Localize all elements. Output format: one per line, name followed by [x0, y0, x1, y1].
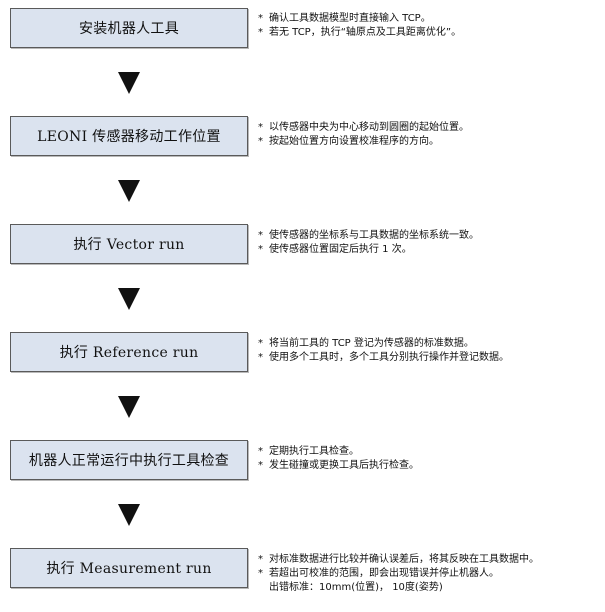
- down-arrow-icon: [118, 396, 140, 418]
- step-box-vector-run: 执行 Vector run: [10, 224, 248, 264]
- note-text: 以传感器中央为中心移动到圆圈的起始位置。: [269, 122, 469, 133]
- note-text: 定期执行工具检查。: [269, 446, 359, 457]
- bullet-icon: *: [258, 122, 263, 133]
- step-notes-measurement-run: * 对标准数据进行比较并确认误差后，将其反映在工具数据中。 * 若超出可校准的范围，…: [258, 553, 539, 595]
- note-text: 确认工具数据模型时直接输入 TCP。: [269, 13, 431, 24]
- note-text: 将当前工具的 TCP 登记为传感器的标准数据。: [269, 338, 474, 349]
- step-label: 执行 Reference run: [59, 345, 199, 361]
- note-item: * 若无 TCP，执行“轴原点及工具距离优化”。: [258, 26, 461, 40]
- down-arrow-icon: [118, 504, 140, 526]
- bullet-icon: *: [258, 446, 263, 457]
- down-arrow-icon: [118, 288, 140, 310]
- note-item: * 定期执行工具检查。: [258, 445, 419, 459]
- bullet-icon: *: [258, 27, 263, 38]
- bullet-icon: *: [258, 136, 263, 147]
- note-item: * 将当前工具的 TCP 登记为传感器的标准数据。: [258, 337, 509, 351]
- note-item: * 确认工具数据模型时直接输入 TCP。: [258, 12, 461, 26]
- bullet-icon: *: [258, 13, 263, 24]
- step-box-reference-run: 执行 Reference run: [10, 332, 248, 372]
- bullet-icon: *: [258, 352, 263, 363]
- step-box-tool-check: 机器人正常运行中执行工具检查: [10, 440, 248, 480]
- note-item: * 使传感器位置固定后执行 1 次。: [258, 243, 479, 257]
- note-text: 使用多个工具时，多个工具分别执行操作并登记数据。: [269, 352, 509, 363]
- step-label: 安装机器人工具: [78, 21, 180, 37]
- bullet-icon: *: [258, 230, 263, 241]
- step-notes-reference-run: * 将当前工具的 TCP 登记为传感器的标准数据。 * 使用多个工具时，多个工具分别…: [258, 337, 509, 365]
- error-threshold-note: 出错标准：10mm(位置)， 10度(姿势): [269, 582, 443, 593]
- step-notes-tool-check: * 定期执行工具检查。 * 发生碰撞或更换工具后执行检查。: [258, 445, 419, 473]
- note-item: * 以传感器中央为中心移动到圆圈的起始位置。: [258, 121, 469, 135]
- note-item: * 发生碰撞或更换工具后执行检查。: [258, 459, 419, 473]
- step-notes-move-sensor: * 以传感器中央为中心移动到圆圈的起始位置。 * 按起始位置方向设置校准程序的方向。: [258, 121, 469, 149]
- bullet-icon: *: [258, 460, 263, 471]
- step-label: 执行 Vector run: [73, 237, 185, 253]
- note-item: * 按起始位置方向设置校准程序的方向。: [258, 135, 469, 149]
- note-item: * 使传感器的坐标系与工具数据的坐标系统一致。: [258, 229, 479, 243]
- step-label: 执行 Measurement run: [46, 561, 212, 577]
- step-label: LEONI 传感器移动工作位置: [37, 129, 221, 145]
- note-item: * 若超出可校准的范围，即会出现错误并停止机器人。: [258, 567, 539, 581]
- note-text: 发生碰撞或更换工具后执行检查。: [269, 460, 419, 471]
- down-arrow-icon: [118, 180, 140, 202]
- note-text: 使传感器的坐标系与工具数据的坐标系统一致。: [269, 230, 479, 241]
- down-arrow-icon: [118, 72, 140, 94]
- note-item: * 使用多个工具时，多个工具分别执行操作并登记数据。: [258, 351, 509, 365]
- note-text: 若无 TCP，执行“轴原点及工具距离优化”。: [269, 27, 462, 38]
- bullet-icon: *: [258, 568, 263, 579]
- note-text: 若超出可校准的范围，即会出现错误并停止机器人。: [269, 568, 499, 579]
- step-box-install-tool: 安装机器人工具: [10, 8, 248, 48]
- note-text: 按起始位置方向设置校准程序的方向。: [269, 136, 439, 147]
- note-item: * 对标准数据进行比较并确认误差后，将其反映在工具数据中。: [258, 553, 539, 567]
- step-notes-install-tool: * 确认工具数据模型时直接输入 TCP。 * 若无 TCP，执行“轴原点及工具距离优…: [258, 12, 461, 40]
- step-notes-vector-run: * 使传感器的坐标系与工具数据的坐标系统一致。 * 使传感器位置固定后执行 1 次。: [258, 229, 479, 257]
- note-text: 对标准数据进行比较并确认误差后，将其反映在工具数据中。: [269, 554, 539, 565]
- bullet-icon: *: [258, 554, 263, 565]
- bullet-icon: *: [258, 244, 263, 255]
- note-text: 使传感器位置固定后执行 1 次。: [269, 244, 412, 255]
- step-box-measurement-run: 执行 Measurement run: [10, 548, 248, 588]
- step-box-move-sensor: LEONI 传感器移动工作位置: [10, 116, 248, 156]
- step-label: 机器人正常运行中执行工具检查: [28, 453, 230, 469]
- bullet-icon: *: [258, 338, 263, 349]
